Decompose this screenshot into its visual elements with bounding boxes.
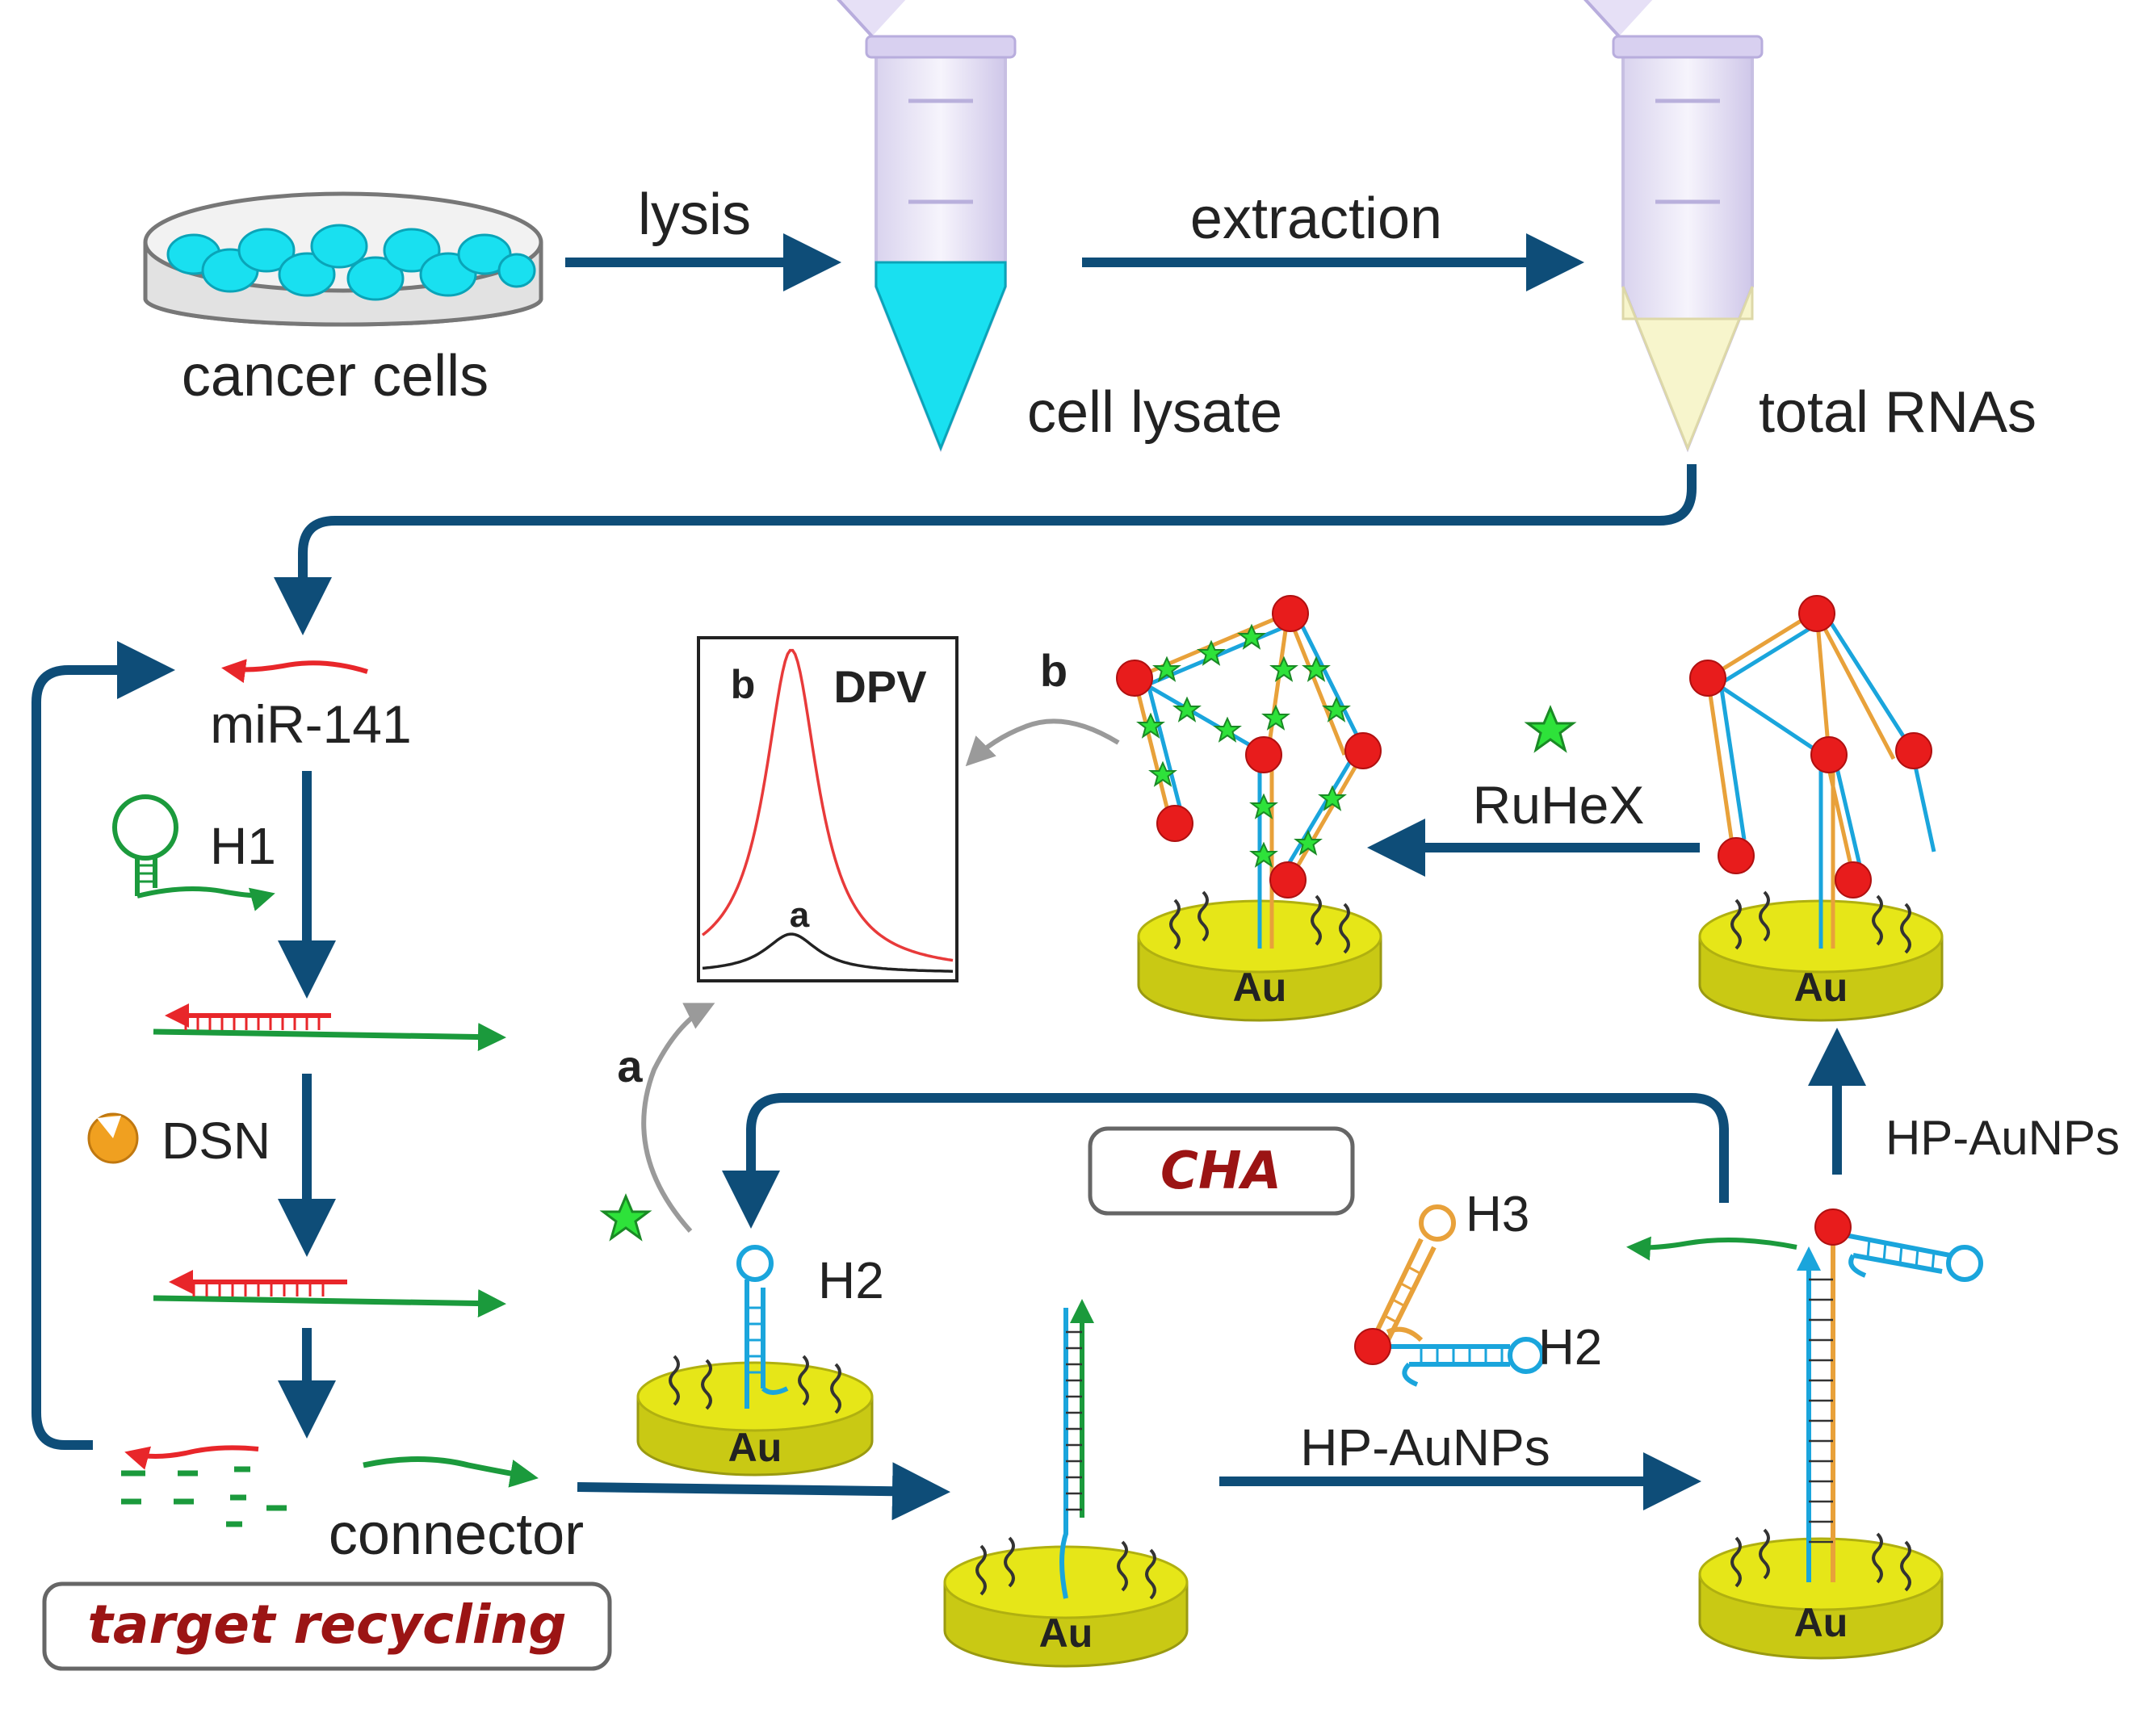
path-b-arrow [965, 718, 1120, 767]
total-rna-tube-icon [1575, 0, 1762, 452]
au-label-ruhex-electrode: Au [1233, 965, 1287, 1010]
dna-network-electrode-icon [1689, 595, 1944, 1022]
cancer-cells-label: cancer cells [182, 344, 489, 408]
cell-lysate-label: cell lysate [1027, 380, 1282, 445]
cleaved-fragments-icon [121, 1466, 287, 1527]
dpv-title: DPV [833, 661, 926, 712]
h2-left-label: H2 [818, 1251, 884, 1309]
dpv-curve-a-label: a [790, 895, 810, 935]
path-b-label: b [1040, 645, 1068, 696]
connector-strand-icon [363, 1456, 539, 1488]
ruhex-label: RuHeX [1473, 775, 1645, 835]
released-mir141-icon [124, 1445, 259, 1470]
sample-transfer-arrow [274, 464, 1697, 635]
hp-aunps-right-label: HP-AuNPs [1885, 1111, 2120, 1165]
au-label-network-electrode: Au [1794, 965, 1848, 1010]
h2-electrode-icon [636, 1245, 874, 1477]
connector-label: connector [329, 1502, 584, 1567]
connector-electrode-icon [943, 1299, 1189, 1668]
mir141-strand-icon [221, 659, 368, 684]
total-rnas-label: total RNAs [1759, 380, 2036, 445]
hp-aunp-probe-icon [1354, 1204, 1545, 1387]
target-recycling-box [42, 1581, 612, 1671]
ruhex-free-star-icon [1526, 706, 1575, 752]
ruhex-network-electrode-icon [1116, 595, 1382, 1022]
hp-aunps-bottom-label: HP-AuNPs [1300, 1418, 1550, 1477]
released-connector-icon [1626, 1236, 1797, 1261]
mir141-label: miR-141 [210, 694, 411, 754]
au-label-connector-electrode: Au [1039, 1611, 1093, 1656]
cha-product-electrode-icon [1698, 1208, 1983, 1660]
dpv-curve-b-label: b [731, 662, 756, 707]
path-a-arrow [641, 1003, 715, 1233]
target-recycling-label: target recycling [87, 1594, 566, 1656]
cell-lysate-tube-icon [828, 0, 1015, 452]
dpv-curve-a [702, 932, 954, 973]
ruhex-star-icon [602, 1195, 650, 1240]
hybrid-duplex-icon [153, 1003, 506, 1052]
lysis-label: lysis [638, 182, 751, 247]
au-label-h2-electrode: Au [728, 1425, 782, 1470]
h1-hairpin-icon [112, 794, 275, 911]
cha-label: CHA [1160, 1141, 1281, 1201]
extraction-label: extraction [1190, 186, 1442, 251]
cha-box [1088, 1126, 1355, 1216]
path-a-label: a [617, 1041, 643, 1091]
petri-dish-icon [143, 191, 543, 327]
dpv-plot: DPV b a [697, 636, 958, 982]
connector-arrow [577, 1462, 950, 1521]
h2-right-label: H2 [1538, 1320, 1602, 1376]
h3-label: H3 [1466, 1187, 1529, 1242]
dpv-curve-b [701, 648, 954, 962]
cha-loop-arrow [722, 1093, 1729, 1229]
h1-label: H1 [210, 817, 276, 875]
dsn-enzyme-icon [87, 1112, 139, 1164]
au-label-product-electrode: Au [1794, 1600, 1848, 1645]
dsn-cleavage-duplex-icon [153, 1270, 506, 1318]
target-recycle-arrow [31, 641, 175, 1450]
dsn-label: DSN [161, 1112, 271, 1170]
